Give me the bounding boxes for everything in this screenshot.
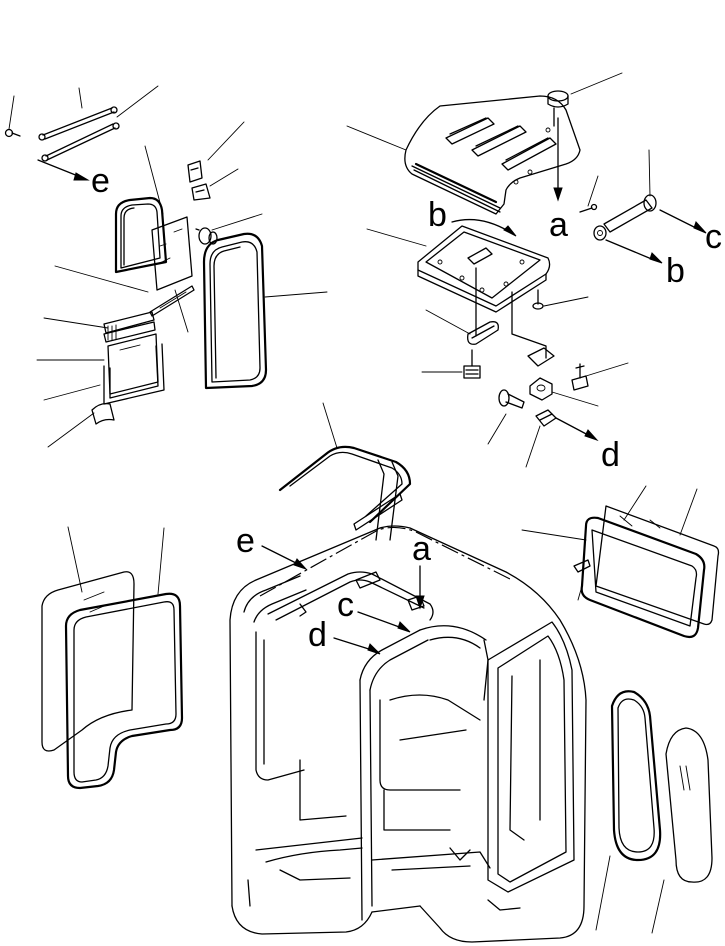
glass-panel-small xyxy=(151,216,193,291)
small-plate xyxy=(527,347,555,367)
rod-top xyxy=(38,106,118,141)
roof-assembly: a c b b xyxy=(346,72,722,474)
rear-window xyxy=(521,485,720,639)
clip xyxy=(91,402,115,425)
label-e-cab: e xyxy=(236,522,255,560)
cab-callouts: e a c d xyxy=(236,522,431,655)
label-d-cab: d xyxy=(308,616,327,654)
top-left-window-assembly: e xyxy=(4,85,328,448)
cab-body xyxy=(229,525,587,943)
bolt-left xyxy=(463,349,481,379)
window-frame-small xyxy=(114,196,168,274)
bracket-small xyxy=(187,160,211,201)
inner-tray xyxy=(417,225,551,313)
sliding-pane xyxy=(107,333,159,395)
label-a-top: a xyxy=(549,206,568,244)
label-b-arrow: b xyxy=(666,252,685,290)
label-a-cab: a xyxy=(412,530,431,568)
cap-nut xyxy=(547,90,569,127)
roof-frame xyxy=(278,402,412,541)
nut xyxy=(529,377,553,401)
roof-cover xyxy=(404,95,581,215)
small-screw xyxy=(579,203,598,213)
knob xyxy=(195,227,218,245)
label-b-top: b xyxy=(428,196,447,234)
lower-channel xyxy=(103,343,165,405)
channel-strip xyxy=(103,311,156,343)
screw-mid xyxy=(532,289,544,310)
clamp xyxy=(467,321,499,345)
label-d-arrow: d xyxy=(601,436,620,474)
side-window-right xyxy=(595,690,713,934)
hinge-rod xyxy=(593,194,657,241)
label-e-arrow: e xyxy=(91,162,110,200)
bracket-d xyxy=(535,409,557,427)
label-c-cab: c xyxy=(337,586,354,624)
rod-lower xyxy=(41,122,120,162)
left-door-window xyxy=(41,526,184,790)
seal-strip xyxy=(149,285,195,317)
window-frame-large xyxy=(202,232,268,390)
hex-bolt xyxy=(571,363,589,391)
mushroom-bolt xyxy=(498,389,525,409)
label-c-top: c xyxy=(705,218,722,256)
